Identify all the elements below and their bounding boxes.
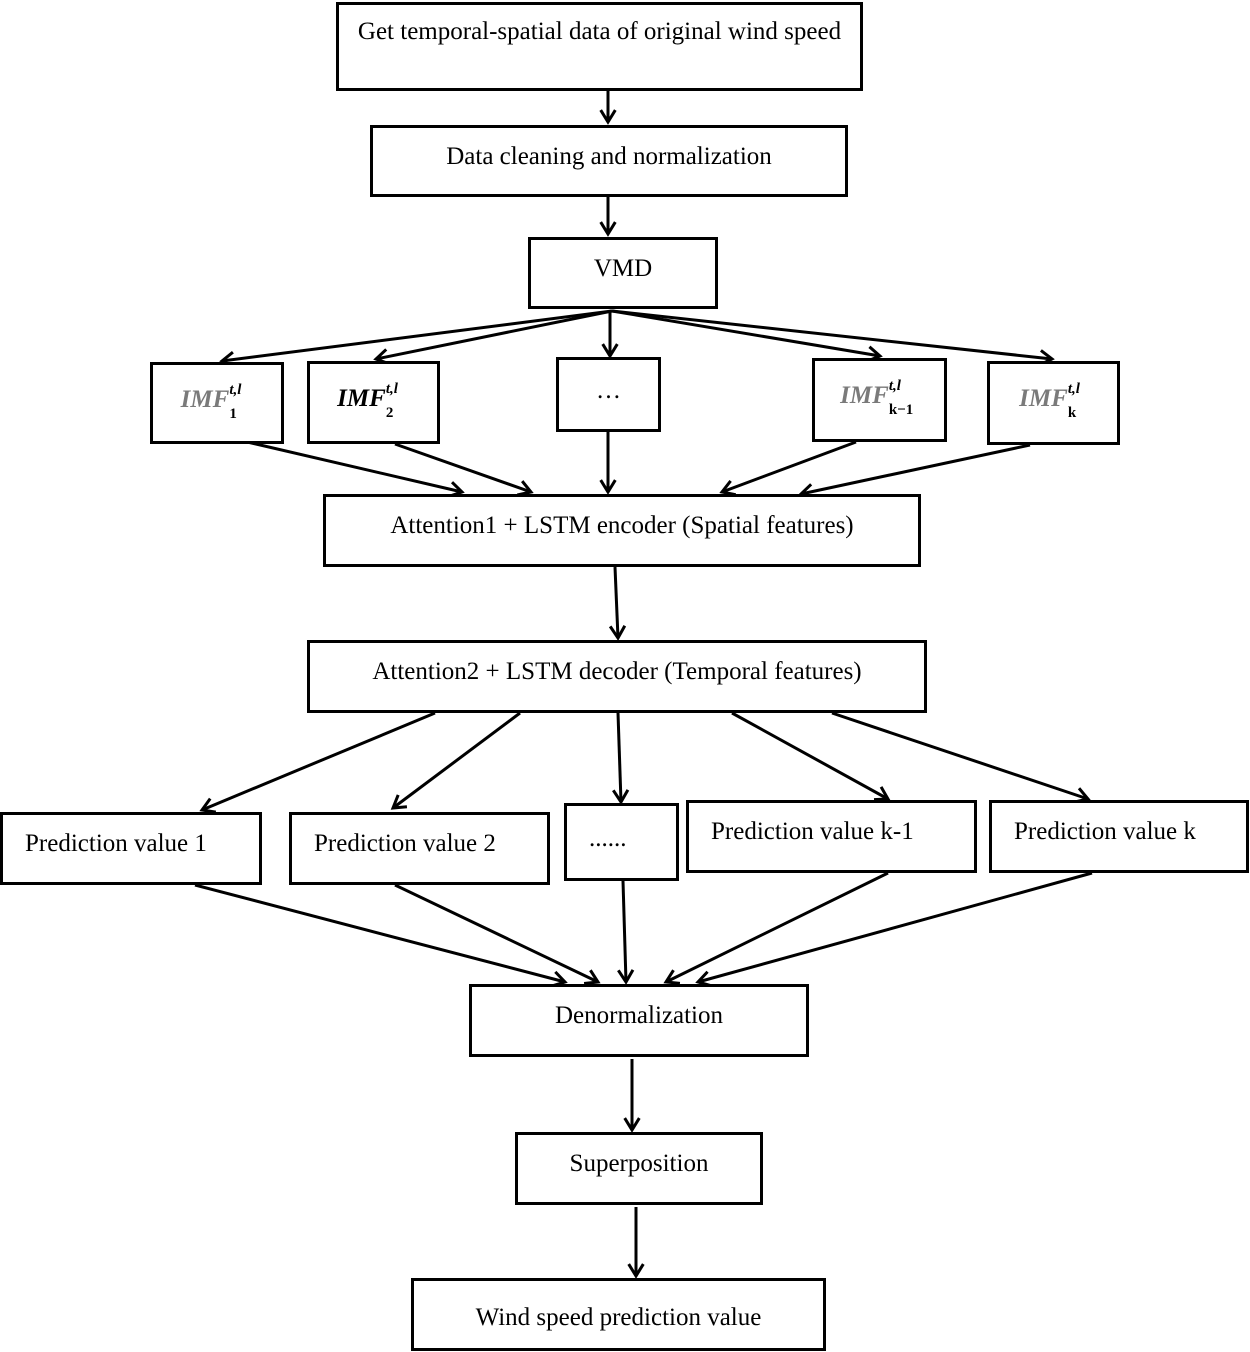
- encoder-box: Attention1 + LSTM encoder (Spatial featu…: [323, 494, 921, 567]
- arrow-imf-dots-to-encoder: [599, 432, 617, 495]
- superposition-label: Superposition: [569, 1150, 709, 1177]
- prediction-ellipsis-label: ......: [589, 825, 627, 852]
- prediction-1-box: Prediction value 1: [0, 812, 262, 885]
- prediction-k-minus-1-box: Prediction value k-1: [686, 800, 977, 873]
- arrow-vmd-to-imf-k: [611, 309, 1055, 367]
- prediction-ellipsis-box: ......: [564, 803, 679, 881]
- arrow-vmd-to-imf-1: [219, 309, 613, 369]
- decoder-box: Attention2 + LSTM decoder (Temporal feat…: [307, 640, 927, 713]
- get-data-label: Get temporal-spatial data of original wi…: [357, 18, 842, 45]
- output-label: Wind speed prediction value: [475, 1304, 762, 1331]
- arrow-pred-k-minus-1-to-denorm: [663, 871, 889, 985]
- imf-k-base: IMF: [1019, 385, 1068, 412]
- arrow-get-data-to-cleaning: [599, 91, 617, 125]
- imf-2-sub: 2: [385, 405, 394, 421]
- imf-1-sub: 1: [229, 406, 237, 422]
- arrow-decoder-to-pred-2: [390, 711, 521, 810]
- prediction-k-box: Prediction value k: [989, 800, 1249, 873]
- arrow-decoder-to-pred-k-minus-1: [731, 711, 891, 802]
- imf-k-sup: t,l: [1067, 381, 1080, 397]
- denormalization-label: Denormalization: [555, 1002, 723, 1029]
- arrow-pred-2-to-denorm: [394, 883, 601, 985]
- vmd-label: VMD: [593, 255, 653, 282]
- arrow-denorm-to-superposition: [623, 1059, 641, 1133]
- imf-ellipsis-label: …: [596, 377, 621, 404]
- decoder-label: Attention2 + LSTM decoder (Temporal feat…: [372, 658, 862, 685]
- arrow-vmd-to-imf-dots: [601, 311, 619, 359]
- vmd-box: VMD: [528, 237, 718, 309]
- arrow-pred-1-to-denorm: [194, 883, 568, 988]
- prediction-1-label: Prediction value 1: [25, 830, 207, 857]
- imf-1-sup: t,l: [229, 382, 242, 398]
- encoder-label: Attention1 + LSTM encoder (Spatial featu…: [390, 512, 854, 539]
- cleaning-label: Data cleaning and normalization: [446, 143, 772, 170]
- prediction-k-minus-1-label: Prediction value k-1: [711, 818, 914, 845]
- imf-2-base: IMF: [337, 385, 386, 412]
- imf-k-minus-1-sup: t,l: [888, 378, 901, 394]
- prediction-2-label: Prediction value 2: [314, 830, 496, 857]
- imf-k-minus-1-sub: k−1: [888, 402, 914, 418]
- arrow-imf-1-to-encoder: [229, 436, 465, 498]
- imf-ellipsis-box: …: [556, 357, 661, 432]
- imf-2-sup: t,l: [385, 381, 398, 397]
- prediction-k-label: Prediction value k: [1014, 818, 1196, 845]
- arrow-imf-2-to-encoder: [394, 442, 534, 497]
- superposition-box: Superposition: [515, 1132, 763, 1205]
- arrow-pred-k-to-denorm: [695, 871, 1093, 988]
- imf-k-minus-1-base: IMF: [840, 382, 889, 409]
- arrow-cleaning-to-vmd: [599, 197, 617, 237]
- arrow-superposition-to-output: [627, 1207, 645, 1279]
- arrow-imf-k-minus-1-to-encoder: [719, 440, 857, 497]
- arrow-decoder-to-pred-dots: [612, 712, 630, 805]
- arrow-decoder-to-pred-1: [199, 711, 436, 814]
- prediction-2-box: Prediction value 2: [289, 812, 550, 885]
- output-box: Wind speed prediction value: [411, 1278, 826, 1351]
- denormalization-box: Denormalization: [469, 984, 809, 1057]
- cleaning-box: Data cleaning and normalization: [370, 125, 848, 197]
- arrow-imf-k-to-encoder: [798, 443, 1031, 501]
- imf-k-sub: k: [1067, 405, 1077, 421]
- arrow-encoder-to-decoder: [608, 566, 627, 641]
- arrow-pred-dots-to-denorm: [617, 880, 635, 985]
- get-data-box: Get temporal-spatial data of original wi…: [336, 2, 863, 91]
- imf-1-base: IMF: [180, 386, 230, 413]
